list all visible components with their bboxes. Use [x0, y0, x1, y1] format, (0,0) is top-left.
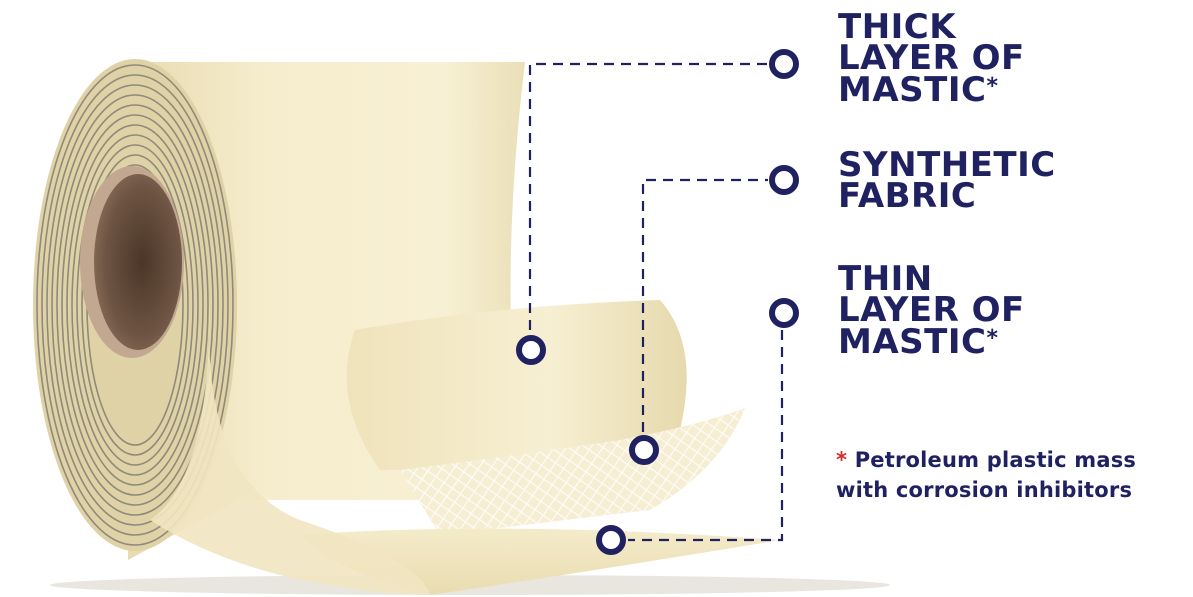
footnote-line-2: with corrosion inhibitors [836, 475, 1136, 505]
callout-line-thick [530, 64, 768, 330]
callout-synthetic-fabric: SYNTHETIC FABRIC [838, 150, 1056, 213]
marker-thin-label [772, 301, 796, 325]
asterisk: * [986, 326, 998, 351]
callout-line-3: MASTIC* [838, 75, 1025, 106]
callout-line-3: MASTIC* [838, 327, 1025, 358]
marker-thin-point [599, 528, 623, 552]
marker-thick-point [519, 338, 543, 362]
callout-thin-mastic: THIN LAYER OF MASTIC* [838, 264, 1025, 358]
marker-fabric-label [772, 168, 796, 192]
callout-line-2: FABRIC [838, 181, 1056, 212]
footnote: * Petroleum plastic mass with corrosion … [836, 445, 1136, 506]
callout-thick-mastic: THICK LAYER OF MASTIC* [838, 12, 1025, 106]
footnote-asterisk: * [836, 448, 847, 472]
marker-fabric-point [632, 438, 656, 462]
footnote-line-1: * Petroleum plastic mass [836, 445, 1136, 475]
marker-thick-label [772, 52, 796, 76]
asterisk: * [986, 74, 998, 99]
